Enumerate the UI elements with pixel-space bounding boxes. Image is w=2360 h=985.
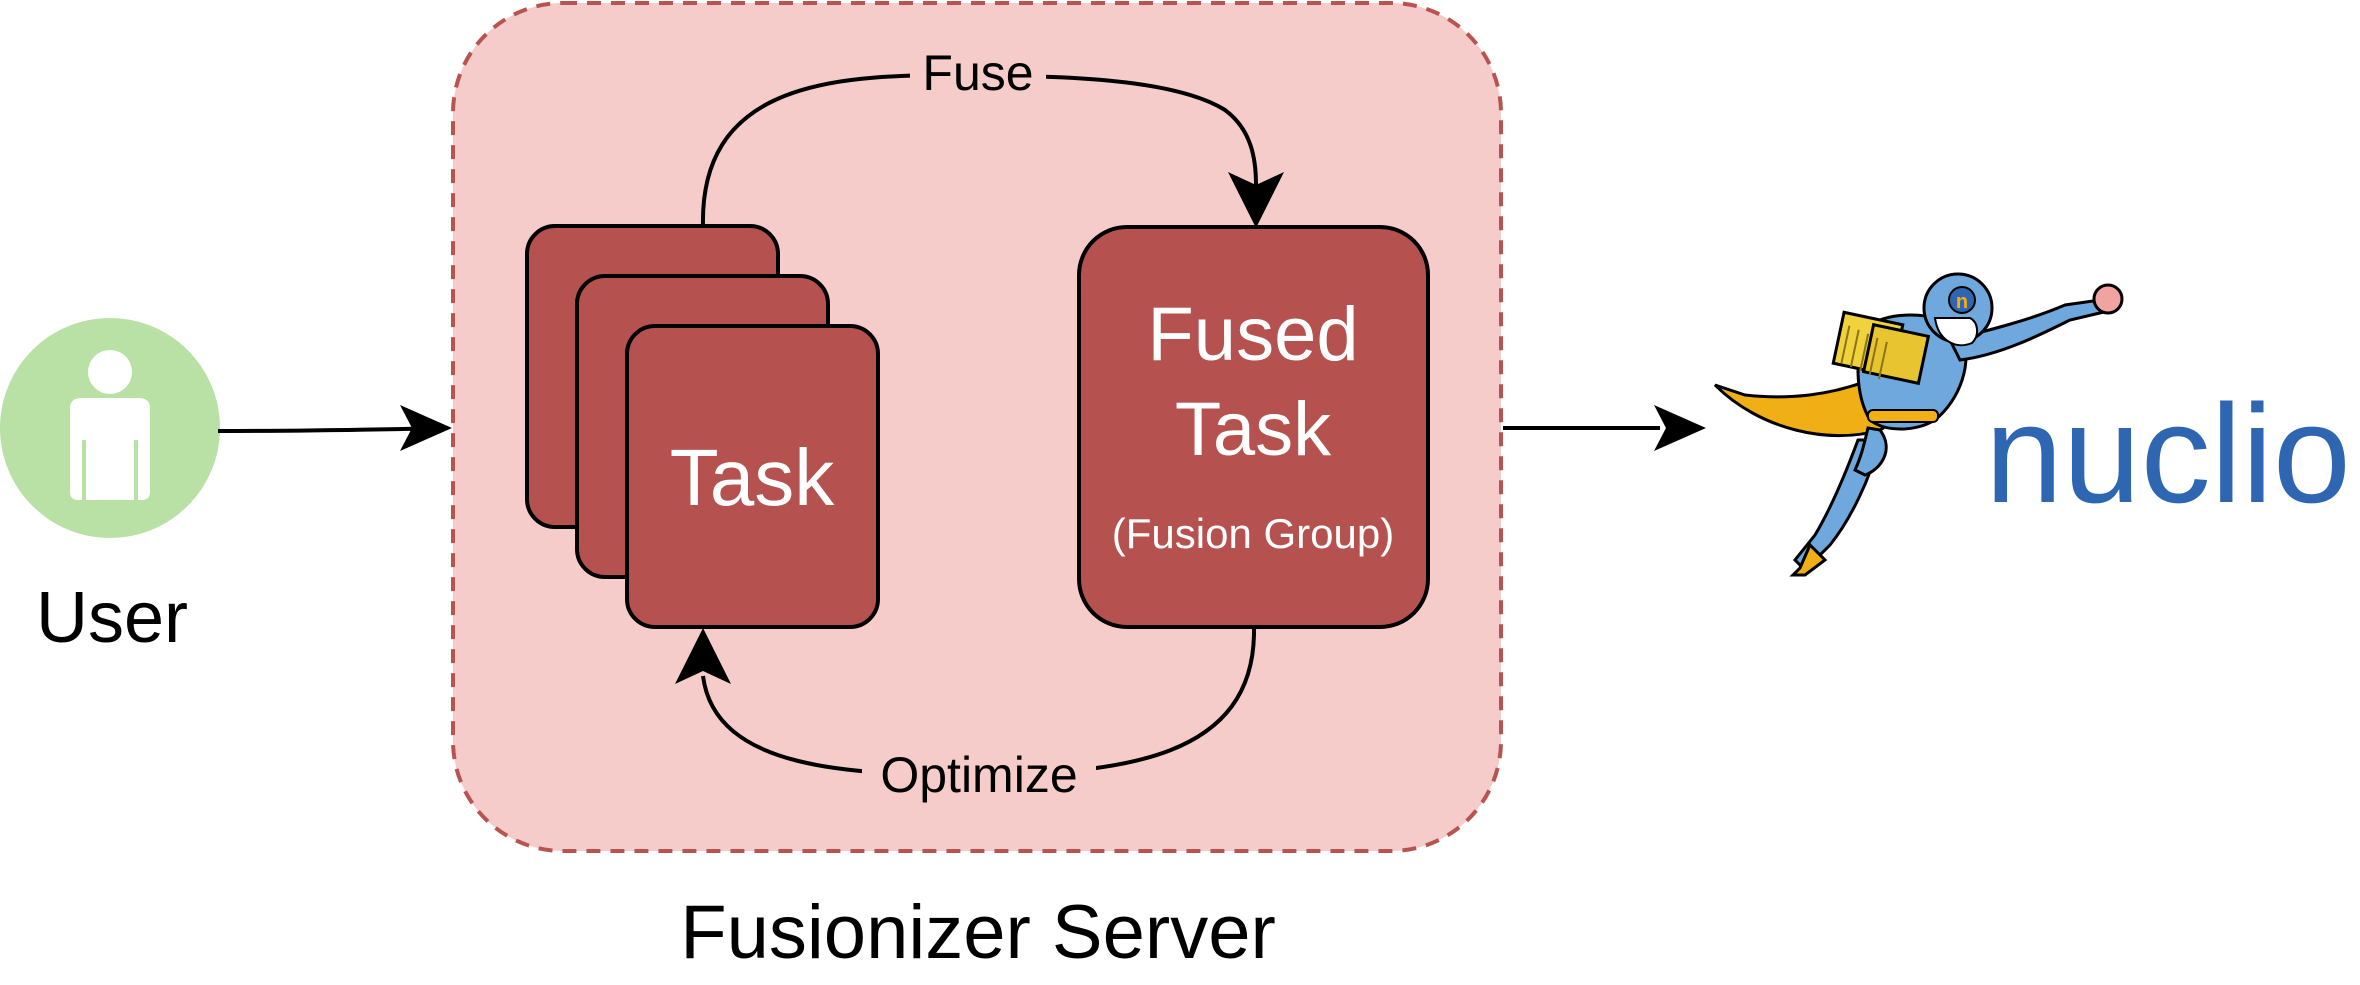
fused-task-line2: Task	[1175, 387, 1332, 472]
mascot-belt	[1867, 409, 1939, 423]
nuclio-logo-text: nuclio	[1985, 375, 2351, 532]
fused-task-box	[1077, 225, 1430, 629]
task-stack: Task	[525, 224, 880, 629]
nuclio-mascot-illustration: n	[1713, 272, 2124, 577]
user-node: User	[0, 318, 220, 658]
user-label: User	[36, 578, 188, 658]
mascot-face	[1933, 317, 1978, 347]
mascot-fist	[2092, 283, 2124, 315]
task-card-front	[625, 324, 880, 629]
fuse-edge-label: Fuse	[922, 45, 1033, 101]
fuse-label-bg	[910, 48, 1046, 100]
mascot-boot	[1789, 542, 1828, 577]
fuse-edge-arrowhead	[1228, 172, 1284, 228]
optimize-edge-label: Optimize	[880, 747, 1077, 803]
server-label: Fusionizer Server	[680, 890, 1276, 975]
mascot-helmet-badge	[1948, 286, 1976, 314]
server-to-nuclio-arrowhead	[1654, 405, 1706, 451]
fused-task-subtitle: (Fusion Group)	[1112, 510, 1394, 557]
optimize-label-bg	[862, 748, 1096, 804]
optimize-edge-arrowhead	[675, 628, 731, 684]
user-icon	[70, 350, 150, 500]
mascot-leg-front	[1853, 426, 1888, 477]
fusionizer-server-box	[451, 1, 1503, 853]
user-to-server-arrowhead	[400, 405, 452, 451]
task-label: Task	[670, 433, 835, 522]
mascot-crates	[1831, 310, 1931, 386]
mascot-badge-letter: n	[1956, 291, 1968, 313]
fused-task-line1: Fused	[1147, 292, 1358, 377]
fused-task-node: Fused Task (Fusion Group)	[1077, 225, 1430, 629]
